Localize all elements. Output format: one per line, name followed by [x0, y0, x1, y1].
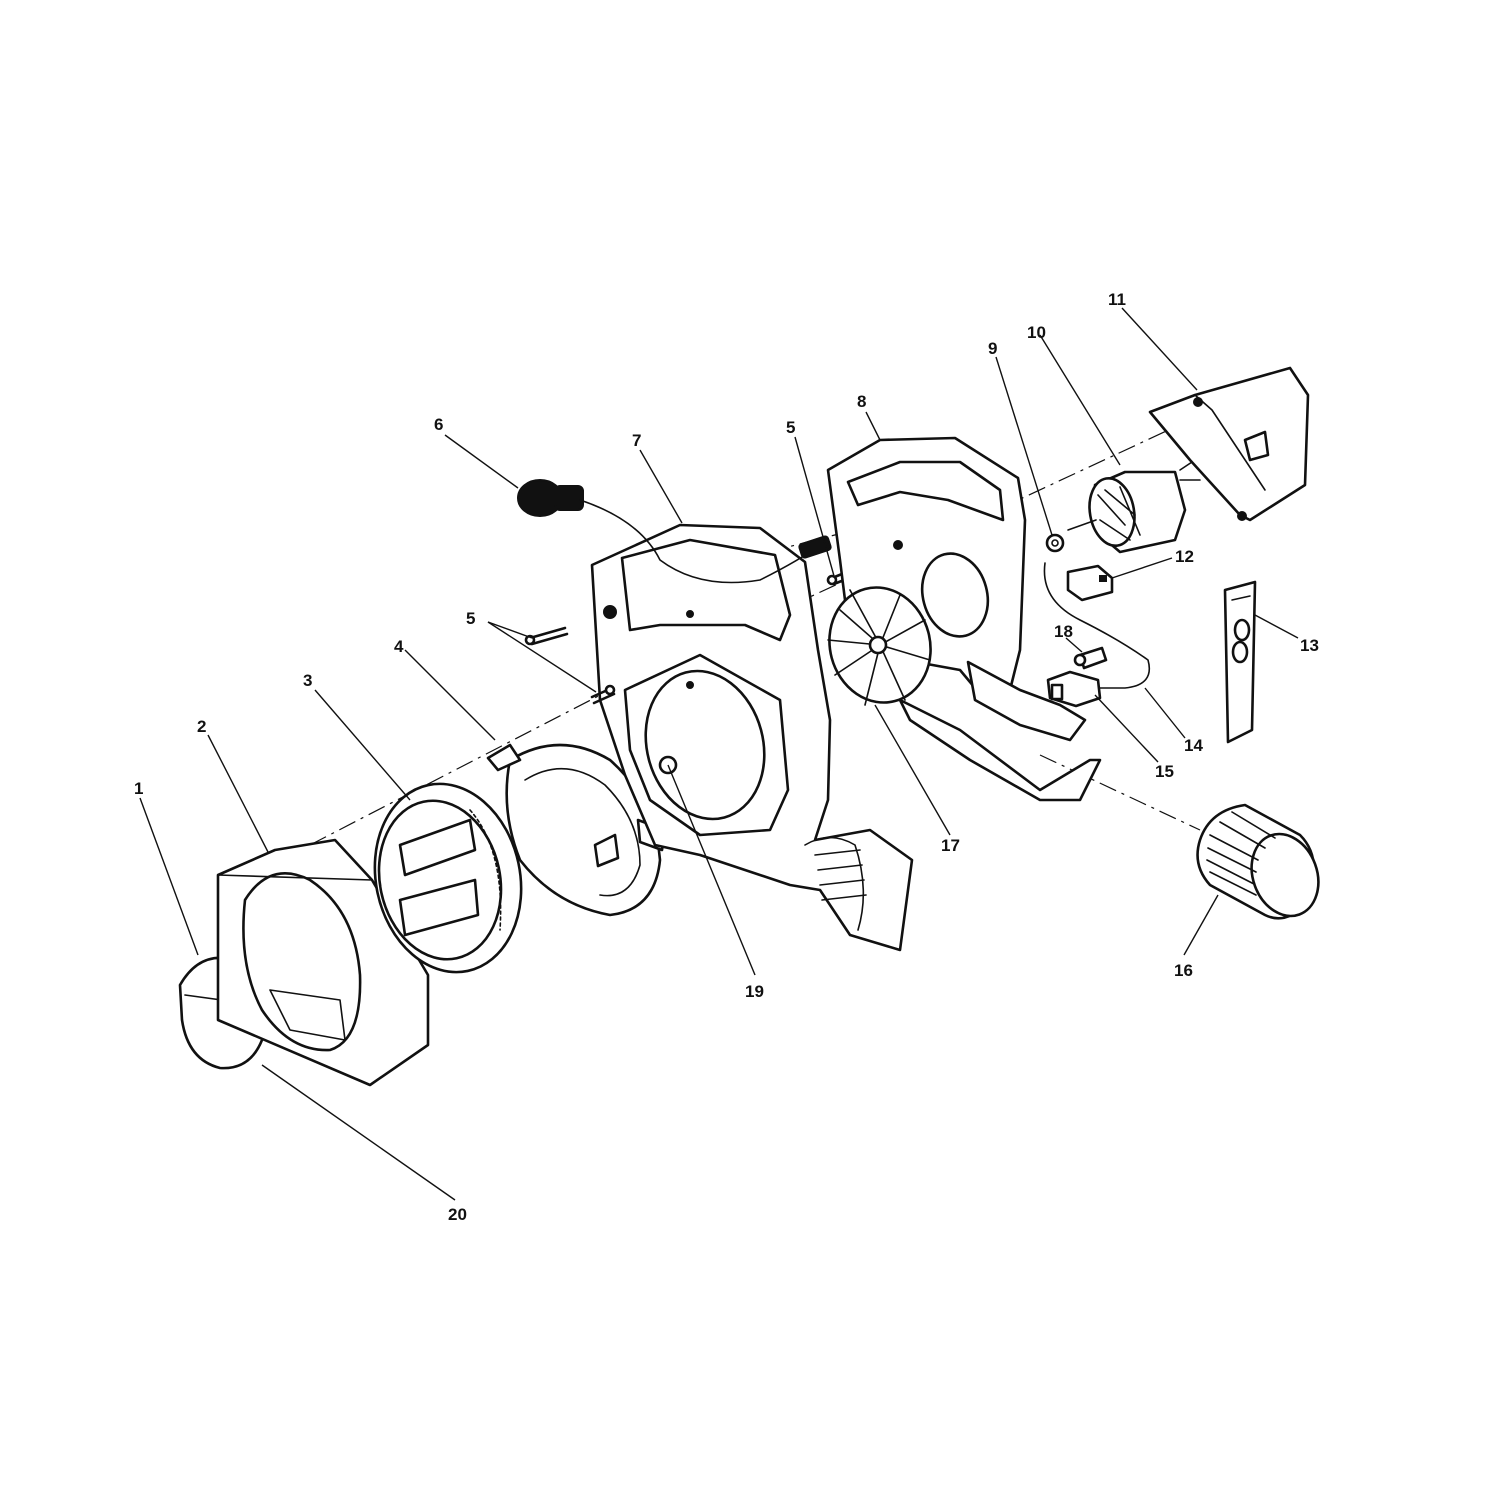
- part-12-connector: [1066, 564, 1114, 602]
- callout-15: 15: [1155, 762, 1174, 781]
- callout-2: 2: [197, 717, 206, 736]
- part-17-fan-impeller: [827, 552, 990, 706]
- leader-lines: [139, 307, 1299, 1201]
- callout-16: 16: [1174, 961, 1193, 980]
- callout-1: 1: [134, 779, 143, 798]
- callout-4: 4: [394, 637, 404, 656]
- callout-12: 12: [1175, 547, 1194, 566]
- part-11-motor-cover: [1148, 366, 1310, 522]
- callout-8: 8: [857, 392, 866, 411]
- callout-5b: 5: [786, 418, 795, 437]
- callout-13: 13: [1300, 636, 1319, 655]
- callout-5a: 5: [466, 609, 475, 628]
- part-14-wiring: [1043, 562, 1150, 689]
- part-6-power-cord: [517, 479, 832, 584]
- callout-3: 3: [303, 671, 312, 690]
- part-13-switch-plate: [1223, 580, 1257, 744]
- part-4-inner-baffle: [486, 743, 667, 917]
- callout-labels: 1 2 3 4 5 6 7 5 8 9 10 11 12 13 14 15 16…: [134, 290, 1319, 1224]
- callout-6: 6: [434, 415, 443, 434]
- part-9-washer: [1045, 533, 1065, 553]
- part-15-switch: [1046, 670, 1102, 708]
- callout-14: 14: [1184, 736, 1203, 755]
- callout-7: 7: [632, 431, 641, 450]
- callout-20: 20: [448, 1205, 467, 1224]
- callout-18: 18: [1054, 622, 1073, 641]
- part-2-front-shroud: [216, 838, 430, 1087]
- callout-9: 9: [988, 339, 997, 358]
- part-18-spring: [1073, 646, 1108, 670]
- callout-11: 11: [1108, 290, 1126, 309]
- part-3-filter-ring: [373, 782, 523, 974]
- callout-17: 17: [941, 836, 960, 855]
- callout-10: 10: [1027, 323, 1046, 342]
- part-7-main-housing: [590, 523, 914, 952]
- callout-19: 19: [745, 982, 764, 1001]
- part-16-nozzle-knob: [1196, 803, 1320, 920]
- part-10-motor: [1067, 459, 1201, 554]
